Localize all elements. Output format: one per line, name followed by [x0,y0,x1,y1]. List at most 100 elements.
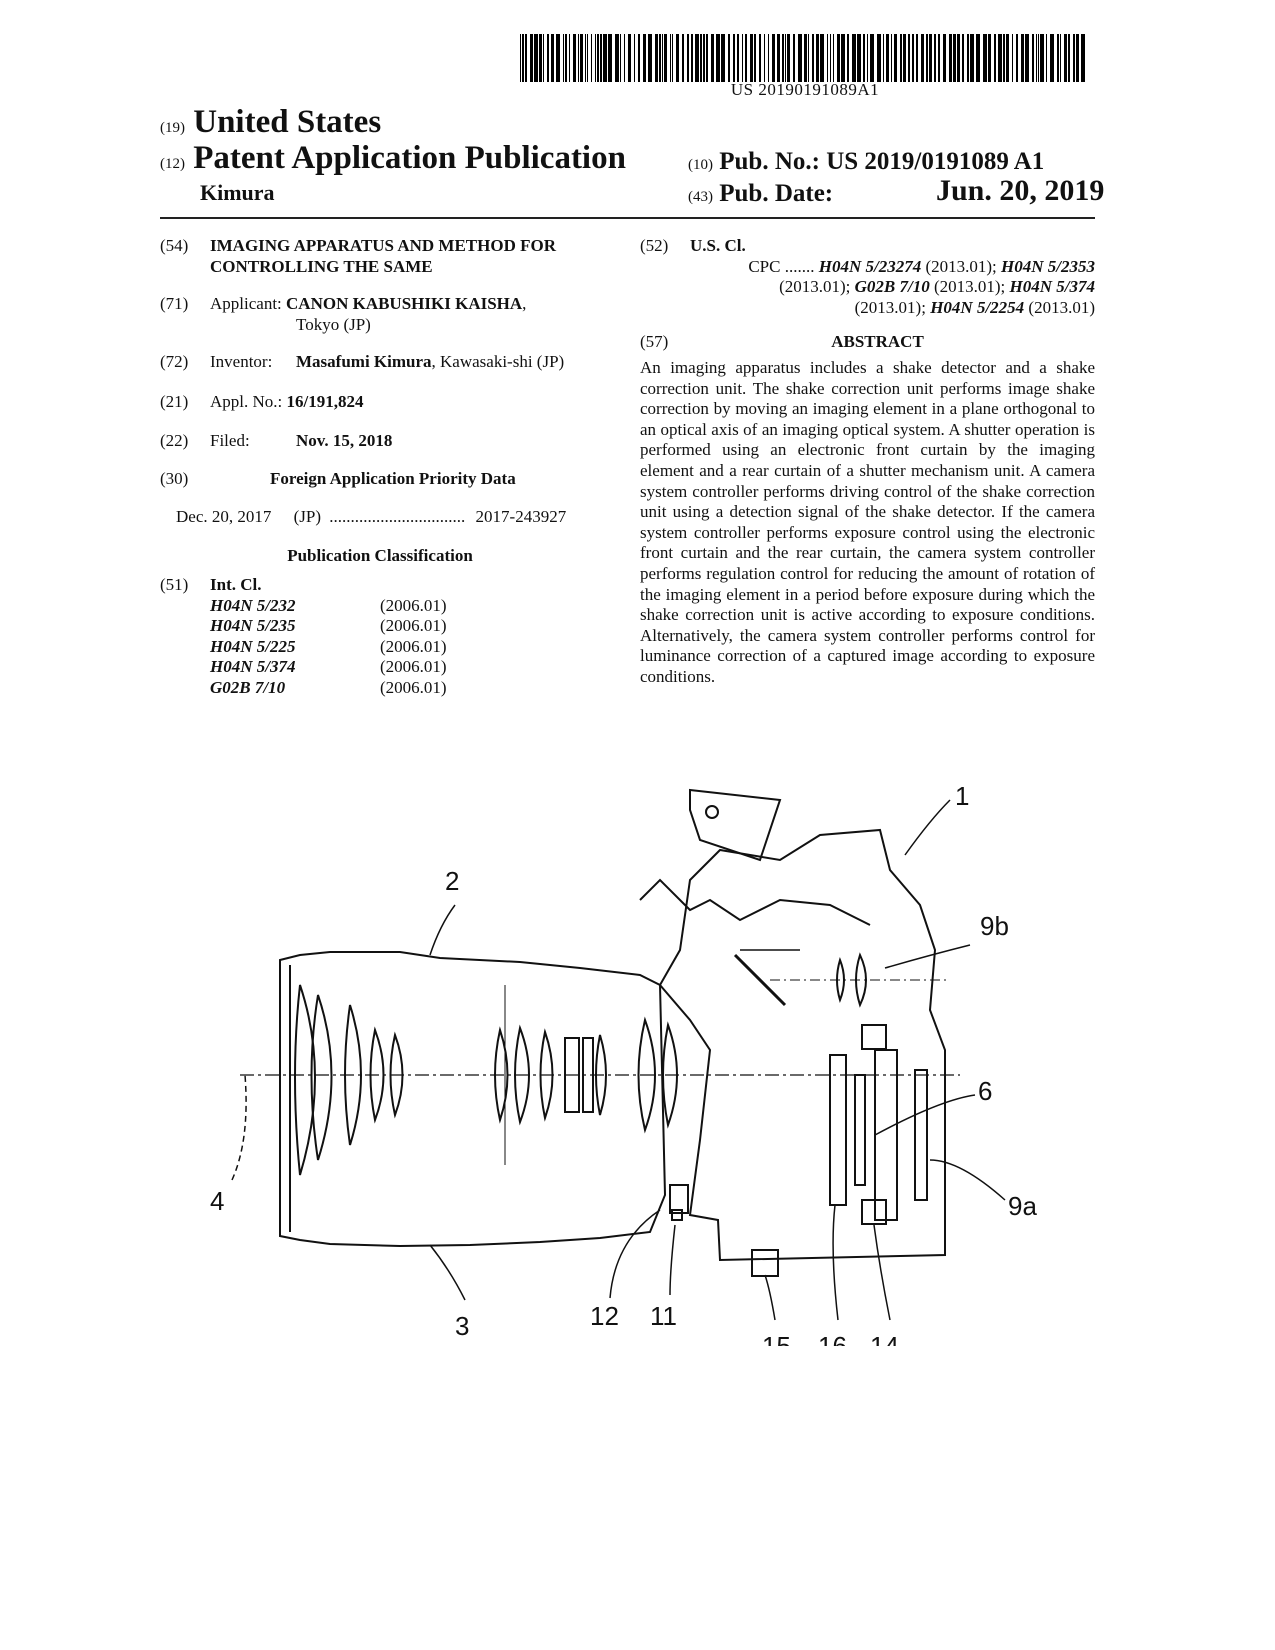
camera-body-outline [658,828,946,1262]
barcode-bar [1073,34,1075,82]
sensor-box-bottom [861,1199,887,1225]
barcode-bar [733,34,735,82]
barcode-bar [580,34,583,82]
barcode-bar [816,34,819,82]
barcode-bar [578,34,579,82]
barcode-bar [687,34,689,82]
lens-element [539,1028,554,1122]
pub-no-label: Pub. No.: [719,148,820,175]
inid-code-51: (51) [160,575,189,594]
barcode-bar [676,34,679,82]
applicant-label: Applicant: [210,294,282,313]
foreign-priority-heading: Foreign Application Priority Data [270,469,516,488]
barcode-bar [670,34,671,82]
lens-controller-box [671,1209,683,1221]
barcode-bar [745,34,747,82]
int-cl-class: H04N 5/225 [210,636,296,656]
display-unit [914,1069,928,1201]
leader-line-9a [929,1159,1006,1201]
inid-code-19: (19) [160,120,185,136]
lens-element [582,1037,594,1113]
barcode-bar [938,34,940,82]
title-line-2: CONTROLLING THE SAME [210,256,433,276]
barcode-bar [1038,34,1039,82]
barcode-bar [520,34,521,82]
priority-row: Dec. 20, 2017 (JP) .....................… [176,507,606,528]
barcode-bar [830,34,831,82]
barcode-bar [659,34,661,82]
barcode-bar [793,34,795,82]
inventor-location: , Kawasaki-shi (JP) [431,352,565,371]
barcode-bar [804,34,807,82]
cpc-class: H04N 5/2353 [1001,256,1095,276]
barcode-bar [1012,34,1013,82]
int-cl-list: H04N 5/232(2006.01)H04N 5/235(2006.01)H0… [210,596,600,699]
int-cl-class: H04N 5/232 [210,595,296,615]
header-divider [160,217,1095,219]
publication-classification-heading: Publication Classification [287,546,473,565]
eyepiece-lens [855,952,867,1008]
barcode-bar [716,34,720,82]
barcode-bar [556,34,560,82]
lens-element [389,1031,404,1119]
barcode-bar [833,34,834,82]
lens-element [310,994,333,1161]
barcode-bar [857,34,861,82]
barcode-bar [1050,34,1054,82]
barcode-bar [841,34,845,82]
leader-line-3 [429,1244,466,1301]
inid-code-57: (57) [640,332,669,351]
leader-line-9b [884,944,971,969]
inid-code-71: (71) [160,294,189,313]
country-line: (19) United States [160,104,381,141]
filed-label: Filed: [210,431,250,450]
barcode-bar [812,34,814,82]
barcode-bar [1064,34,1067,82]
barcode-bar [682,34,684,82]
barcode-bar [742,34,743,82]
barcode-bar [543,34,544,82]
cpc-version: (2013.01) [1028,297,1095,317]
int-cl-version: (2006.01) [380,616,447,636]
barcode-bar [1003,34,1005,82]
lens-element [344,1004,362,1146]
barcode-bar [662,34,663,82]
cpc-version: (2013.01); [925,256,997,276]
barcode-bar [569,34,570,82]
barcode-bar [539,34,542,82]
barcode-bar [1006,34,1009,82]
barcode-bar [994,34,996,82]
figure-label-11: 11 [650,1301,677,1331]
int-cl-row: H04N 5/225 (2006.01) [210,637,600,658]
barcode-bar [700,34,702,82]
pub-date-line: (43) Pub. Date: [688,180,833,208]
barcode-bar [837,34,840,82]
filed-date: Nov. 15, 2018 [296,431,393,450]
int-cl-label: Int. Cl. [210,575,262,594]
barcode-bar [782,34,784,82]
inid-code-22: (22) [160,431,189,450]
barcode-bar [585,34,586,82]
barcode-bar [1032,34,1034,82]
barcode-bar [912,34,914,82]
int-cl-row: H04N 5/232(2006.01) [210,596,600,617]
figure-label-12: 12 [590,1301,619,1331]
title-line-1: IMAGING APPARATUS AND METHOD FOR [210,236,556,255]
barcode-bar [921,34,924,82]
int-cl-version: (2006.01) [380,677,447,697]
barcode-bar [1068,34,1070,82]
mirror [733,953,787,1007]
foreign-priority-section: (30) Foreign Application Priority Data [160,469,600,490]
barcode-bar [525,34,527,82]
inid-code-21: (21) [160,392,189,411]
int-cl-version: (2006.01) [380,636,447,656]
barcode-bar [1016,34,1018,82]
applicant-name: CANON KABUSHIKI KAISHA [286,294,523,313]
barcode-bar [877,34,881,82]
barcode-bar [655,34,658,82]
barcode-bar [737,34,739,82]
title-section: (54) IMAGING APPARATUS AND METHOD FOR CO… [160,236,600,277]
barcode-bar [551,34,554,82]
barcode-bar [883,34,884,82]
